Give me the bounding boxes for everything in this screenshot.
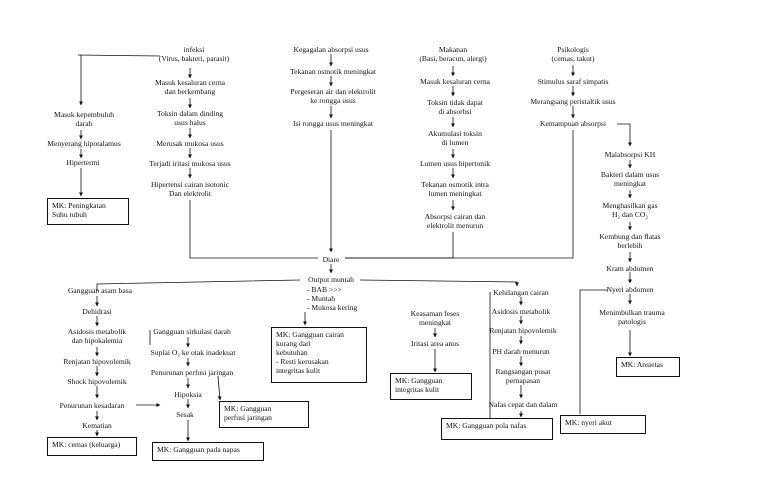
node-ph: PH darah menurun <box>492 347 550 356</box>
node-sesak: Sesak <box>176 410 194 419</box>
node-peristaltik: Merangsang peristaltik usus <box>530 97 616 106</box>
node-asidosis-2: Asidosis metabolik <box>491 307 551 316</box>
node-rangsangan: Rangsangan pusat pernapasan <box>495 367 551 385</box>
node-nyeri: Nyeri abdomen <box>606 285 654 294</box>
node-hipertensi-cairan: Hipertensi cairan isotonic Dan elektroli… <box>150 180 230 198</box>
node-renjatan: Renjatan hipovolemik <box>63 357 131 366</box>
mk-kulit-box: MK: Gangguan integritas kulit <box>390 373 472 400</box>
node-lumen-hipertonik: Lumen usus hipertonik <box>419 159 491 168</box>
node-stimulus: Stimulus saraf simpatis <box>537 77 609 86</box>
node-nafas: Nafas cepat dan dalam <box>488 400 558 409</box>
node-shock: Shock hipovolemik <box>67 377 127 386</box>
node-gas: Menghasilkan gas H₂ dan CO₂ <box>602 201 658 219</box>
node-kehilangan: Kehilangan cairan <box>493 288 549 297</box>
node-kegagalan: Kegagalan absorpsi usus <box>293 45 369 54</box>
node-masuk-kesaluran: Masuk kesaluran cerna <box>419 77 491 86</box>
node-malabsorpsi: Malabsorpsi KH <box>604 150 656 159</box>
node-bakteri: Bakteri dalam usus meningkat <box>600 170 660 188</box>
mk-cairan-box: MK: Gangguan cairan kurang dari kebutuha… <box>271 327 367 383</box>
node-pergeseran: Pergeseran air dan elektrolit ke rongga … <box>290 87 376 105</box>
node-absorpsi-menurun: Absorpsi cairan dan elektrolit menurun <box>424 212 486 230</box>
node-suplai: Suplai O₂ ke otak inadekuat <box>150 348 236 357</box>
node-kematian: Kematian <box>82 421 112 430</box>
node-kram: Kram abdomen <box>606 264 654 273</box>
mk-cemas-box: MK: cemas (keluarga) <box>47 437 137 456</box>
node-infeksi: infeksi (Virus, bakteri, parasit) <box>158 45 230 63</box>
mk-nyeri-box: MK: nyeri akut <box>560 415 646 434</box>
node-keasaman: Keasaman feses meningkat <box>410 309 460 327</box>
node-hipotalamus: Menyerang hipotalamus <box>47 139 121 148</box>
mk-perfusi-box: MK: Gangguan perfusi jaringan <box>219 401 309 428</box>
node-iritasi-mukosa: Terjadi iritasi mukosa usus <box>149 159 231 168</box>
node-psikologis: Psikologis (cemas, takut) <box>551 45 595 63</box>
node-isi-rongga: Isi rongga usus meningkat <box>293 119 373 128</box>
node-hipertermi: Hipertermi <box>66 158 100 167</box>
mk-pola-box: MK: Gangguan pola nafas <box>441 418 553 440</box>
node-dehidrasi: Dehidrasi <box>82 307 112 316</box>
node-masuk-pembuluh: Masuk kepembuluh darah <box>53 110 115 128</box>
node-diare: Diare <box>320 255 342 264</box>
node-output: Output muntah <box>308 275 354 284</box>
mk-ansietas-box: MK: Ansietas <box>616 357 680 377</box>
node-iritasi-anus: Iritasi area anus <box>410 339 460 348</box>
node-makanan: Makanan (Basi, beracun, alergi) <box>419 45 487 63</box>
node-hipoksia: Hipoksia <box>174 390 202 399</box>
node-renjatan-2: Renjatan hipovolemik <box>489 326 557 335</box>
node-asam-basa: Gangguan asam basa <box>67 286 133 295</box>
node-kesadaran: Penurunan kesadaran <box>59 401 125 410</box>
mk-suhu-box: MK: Peningkatan Suhu tubuh <box>47 198 129 225</box>
node-toksin-tidak: Toksin tidak dapat di absorbsi <box>427 98 483 116</box>
node-tekanan-osmotik: Tekanan osmotik meningkat <box>290 67 376 76</box>
node-kemampuan: Kemampuan absorpsi <box>539 119 607 128</box>
node-kembung: Kembung dan flatas berlebih <box>599 232 661 250</box>
node-masuk-saluran-cerna: Masuk kesaluran cerna dan berkembang <box>154 78 226 96</box>
mk-napas-box: MK: Gangguan pada napas <box>152 442 264 461</box>
node-trauma: Menimbulkan trauma patologis <box>599 308 665 326</box>
node-sirkulasi: Gangguan sirkulasi darah <box>153 327 231 336</box>
node-asidosis: Asidosis metabolik dan hipokalemia <box>67 327 127 345</box>
node-toksin-dinding: Toksin dalam dinding usus halus <box>156 109 224 127</box>
node-tekanan-intra: Tekanan osmotik intra lumen meningkat <box>421 180 489 198</box>
node-perfusi-turun: Penurunan perfusi jaringan <box>150 368 234 377</box>
node-merusak-mukosa: Merusak mukosa usus <box>156 139 224 148</box>
node-akumulasi: Akumulasi toksin di lumen <box>428 129 482 147</box>
node-output-list: - BAB >>> - Muntah - Mukosa kering <box>307 285 358 312</box>
